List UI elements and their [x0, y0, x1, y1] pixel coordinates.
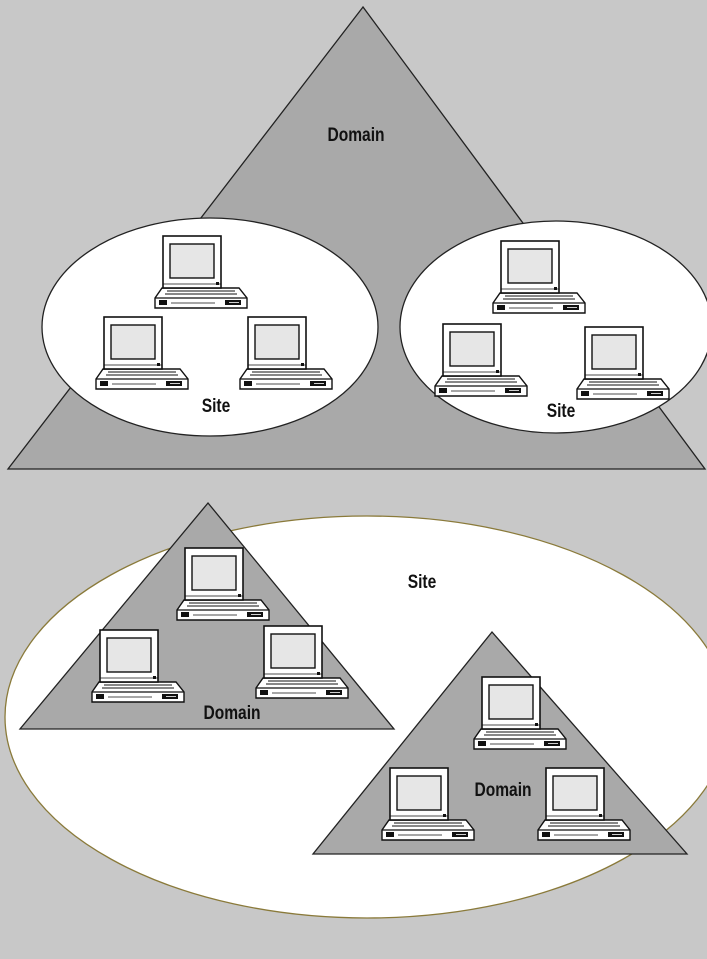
bottom-domain-left: Domain — [18, 501, 396, 730]
top-site-right-label: Site — [547, 400, 576, 422]
top-site-left: Site — [41, 217, 379, 437]
bottom-site-label: Site — [408, 571, 437, 593]
bottom-domain-left-label: Domain — [203, 702, 260, 724]
bottom-domain-right: Domain — [311, 630, 689, 855]
bottom-domain-right-label: Domain — [474, 779, 531, 801]
top-domain-label: Domain — [327, 124, 384, 146]
top-site-left-label: Site — [202, 395, 231, 417]
top-site-right: Site — [399, 220, 707, 434]
